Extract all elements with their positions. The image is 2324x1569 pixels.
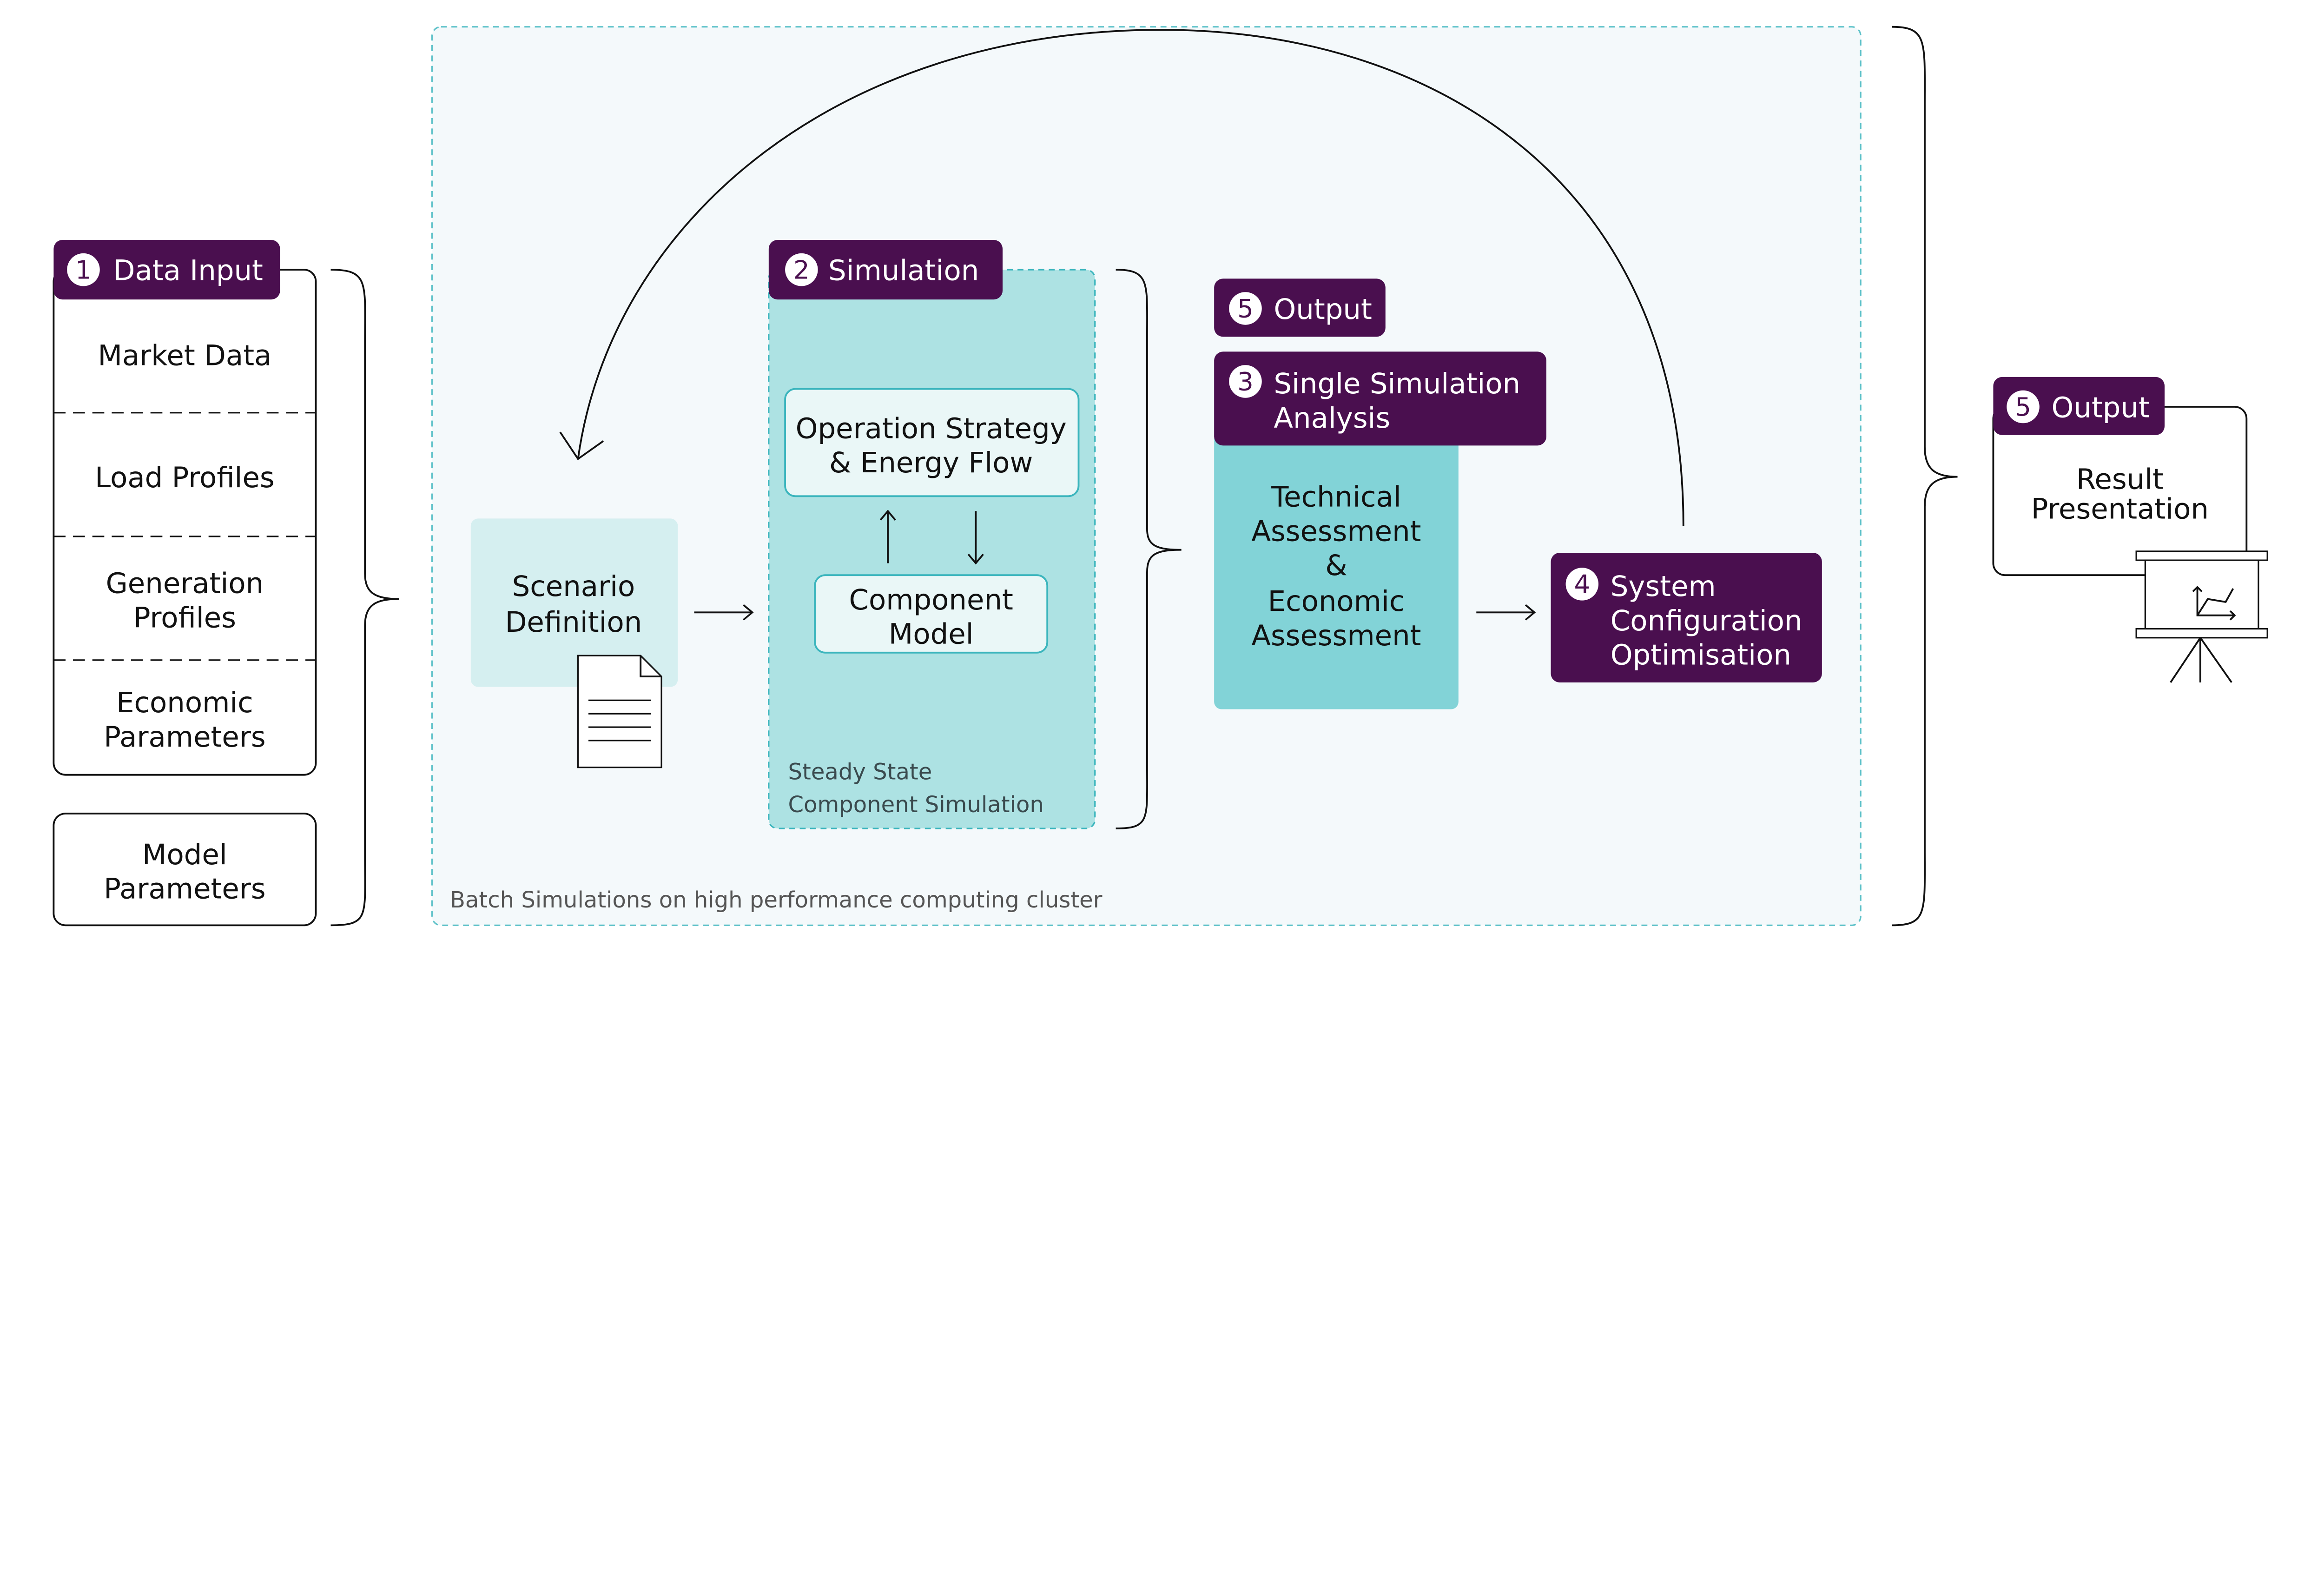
analysis-tag: [1214, 351, 1546, 446]
item-market-data: Market Data: [98, 339, 271, 372]
arrow-up: [879, 510, 896, 563]
result-text: Presentation: [2031, 492, 2209, 525]
arrow-right: [1476, 604, 1536, 621]
component-text: Component: [849, 583, 1013, 616]
optimisation-box: 4 System Configuration Optimisation: [1551, 553, 1822, 682]
step-number: 1: [75, 255, 92, 285]
item-economic-parameters: Economic: [116, 686, 253, 719]
scenario-text: Definition: [505, 606, 642, 639]
operation-text: & Energy Flow: [829, 446, 1033, 479]
data-input-tag: [53, 240, 280, 300]
arrow-right: [694, 604, 754, 621]
simulation-footer: Steady State: [788, 759, 932, 785]
data-input-title: Data Input: [113, 254, 263, 287]
optimisation-title: Optimisation: [1611, 638, 1791, 671]
component-text: Model: [889, 618, 974, 651]
feedback-loop-arrow: [577, 29, 1684, 526]
step-number: 4: [1574, 569, 1590, 599]
analysis-title: Single Simulation: [1274, 367, 1520, 400]
batch-label: Batch Simulations on high performance co…: [450, 887, 1103, 913]
brace-right: [1892, 26, 1958, 927]
step-number: 2: [793, 255, 810, 285]
step-number: 5: [2015, 392, 2031, 422]
model-parameters-text: Model: [142, 838, 227, 871]
simulation-title: Simulation: [828, 254, 979, 287]
step-number: 3: [1237, 367, 1254, 397]
data-input-panel: 1 Data Input Market Data Load Profiles G…: [53, 240, 317, 776]
feedback-arrowhead: [559, 431, 604, 460]
output-title: Output: [1274, 293, 1372, 326]
simulation-tag: [768, 240, 1003, 300]
output-tag-middle: 5 Output: [1214, 278, 1386, 337]
model-parameters-text: Parameters: [104, 873, 265, 906]
brace-middle: [1116, 269, 1182, 829]
analysis-text: Assessment: [1251, 515, 1421, 548]
optimisation-title: System: [1611, 570, 1716, 603]
arrow-down: [967, 511, 984, 565]
scenario-text: Scenario: [512, 570, 635, 603]
presentation-easel-icon: [2135, 550, 2268, 683]
output-tag-right: [1993, 377, 2165, 435]
step-badge: [1229, 365, 1262, 398]
result-text: Result: [2076, 463, 2164, 496]
step-badge: [1229, 292, 1262, 325]
operation-strategy-box: [784, 388, 1080, 497]
operation-text: Operation Strategy: [796, 412, 1067, 445]
component-model-box: [814, 574, 1049, 654]
item-economic-parameters: Parameters: [104, 721, 265, 754]
item-generation-profiles: Generation: [106, 567, 264, 600]
step-badge: [1565, 568, 1599, 601]
analysis-text: &: [1325, 549, 1347, 582]
item-load-profiles: Load Profiles: [95, 461, 274, 494]
analysis-panel: 3 Single Simulation Analysis Technical A…: [1214, 351, 1546, 709]
document-icon: [577, 655, 662, 768]
step-number: 5: [1237, 294, 1254, 324]
model-parameters-box: Model Parameters: [53, 813, 317, 927]
analysis-title: Analysis: [1274, 402, 1390, 435]
simulation-footer: Component Simulation: [788, 792, 1044, 818]
step-badge: [2007, 390, 2040, 424]
scenario-definition-box: Scenario Definition: [470, 518, 678, 768]
analysis-text: Technical: [1271, 481, 1401, 514]
output-title: Output: [2051, 391, 2149, 424]
workflow-diagram: Batch Simulations on high performance co…: [53, 26, 2268, 927]
item-generation-profiles: Profiles: [133, 601, 236, 634]
step-badge: [67, 253, 100, 286]
result-presentation-panel: 5 Output Result Presentation: [1992, 377, 2268, 683]
simulation-panel: 2 Simulation Operation Strategy & Energy…: [768, 240, 1096, 829]
step-badge: [785, 253, 818, 286]
analysis-text: Economic: [1268, 585, 1405, 618]
analysis-text: Assessment: [1251, 619, 1421, 652]
optimisation-title: Configuration: [1611, 604, 1802, 637]
brace-left: [330, 269, 399, 927]
